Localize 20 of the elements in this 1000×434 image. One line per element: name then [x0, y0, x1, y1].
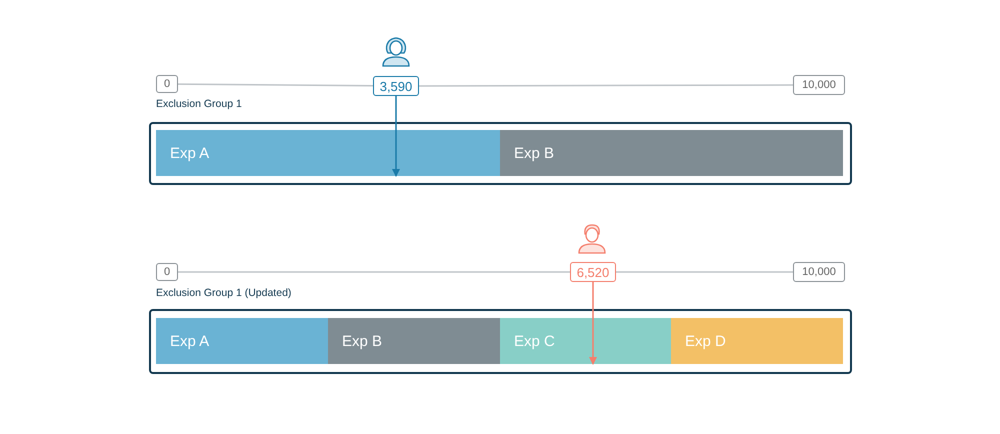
scale-end-label: 10,000 [793, 262, 845, 282]
scale-line [178, 271, 570, 273]
scale-end-label: 10,000 [793, 75, 845, 95]
experiment-segment: Exp A [156, 318, 328, 364]
experiment-segment: Exp C [500, 318, 671, 364]
scale-line [616, 271, 793, 273]
scale-end-label: 0 [156, 263, 178, 281]
group-heading: Exclusion Group 1 (Updated) [156, 287, 292, 299]
value-marker-label: 6,520 [570, 262, 616, 282]
experiment-segment: Exp A [156, 130, 500, 176]
scale-end-label: 0 [156, 75, 178, 93]
arrow [392, 96, 400, 177]
experiment-segment: Exp B [500, 130, 843, 176]
experiment-segment: Exp B [328, 318, 500, 364]
scale-line [419, 84, 793, 87]
scale-line [178, 83, 373, 87]
group-heading: Exclusion Group 1 [156, 98, 242, 110]
arrow [589, 282, 597, 365]
experiment-segment: Exp D [671, 318, 843, 364]
value-marker-label: 3,590 [373, 76, 419, 96]
